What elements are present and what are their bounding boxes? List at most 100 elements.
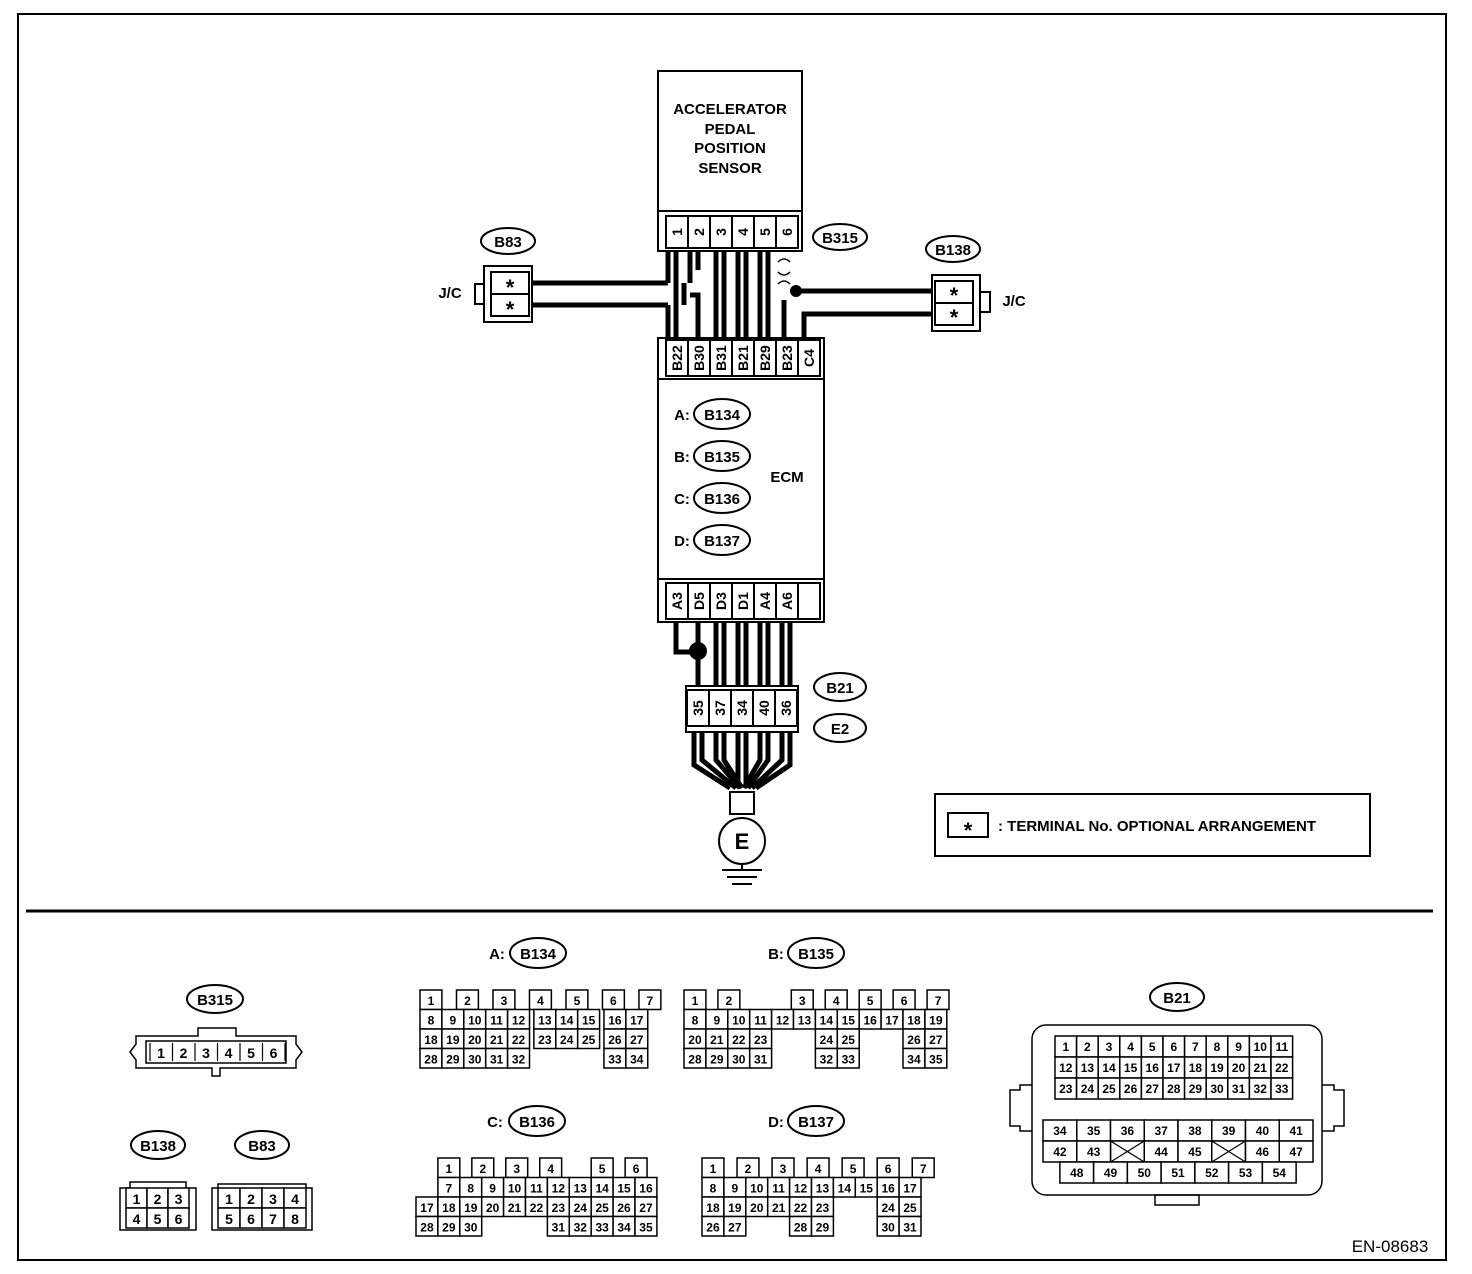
- d-b137-label: 8: [710, 1181, 717, 1195]
- connector-view-id: B134: [520, 946, 557, 963]
- ground-label: E: [735, 829, 750, 854]
- b21-label: 27: [1146, 1082, 1160, 1096]
- d-b137-label: 5: [850, 1162, 857, 1176]
- b21-label: 12: [1059, 1061, 1073, 1075]
- ecm-bottom-pin-label: A6: [779, 592, 795, 610]
- b21-label: 36: [1121, 1124, 1135, 1138]
- b-b135-label: 16: [863, 1013, 877, 1027]
- ecm-connector-tag: B: B135: [674, 440, 751, 472]
- joint-connector-b83: B83 J/C * *: [438, 227, 536, 323]
- ecm-top-pin-label: C4: [801, 349, 817, 367]
- a-b134-label: 6: [610, 994, 617, 1008]
- connector-id: E2: [831, 721, 849, 738]
- connector-view-id: B137: [798, 1114, 834, 1131]
- a-b134-label: 21: [490, 1033, 504, 1047]
- a-b134-label: 16: [608, 1013, 622, 1027]
- ecm-top-pin-label: B31: [713, 345, 729, 371]
- ecm-bottom-pin-label: A3: [669, 592, 685, 610]
- legend-box: * : TERMINAL No. OPTIONAL ARRANGEMENT: [934, 793, 1371, 857]
- b21-label: 15: [1124, 1061, 1138, 1075]
- b138-view-label: 4: [133, 1211, 141, 1227]
- ecm-connector-prefix: C:: [674, 491, 690, 508]
- b-b135-label: 18: [907, 1013, 921, 1027]
- b21-label: 25: [1102, 1082, 1116, 1096]
- a-b134-label: 18: [424, 1033, 438, 1047]
- a-b134-label: 9: [450, 1013, 457, 1027]
- b21-label: 18: [1189, 1061, 1203, 1075]
- connector-view-id: B315: [197, 992, 233, 1009]
- b21-blank-mark: [1211, 1140, 1246, 1163]
- c-b136-label: 11: [530, 1181, 543, 1195]
- b83-view-label: 8: [291, 1211, 299, 1227]
- d-b137-label: 13: [816, 1181, 830, 1195]
- b-b135-label: 27: [929, 1033, 943, 1047]
- ecm-bottom-pin-label: A4: [757, 592, 773, 610]
- connector-view-id: B83: [248, 1138, 276, 1155]
- a-b134-label: 27: [630, 1033, 644, 1047]
- b-b135-label: 15: [842, 1013, 856, 1027]
- splice-dot-ground: [689, 642, 707, 660]
- a-b134-label: 24: [560, 1033, 574, 1047]
- b-b135-label: 31: [754, 1052, 768, 1066]
- b21-label: 16: [1146, 1061, 1160, 1075]
- ecm-label: ECM: [770, 469, 803, 486]
- connector-view-id: B138: [140, 1138, 176, 1155]
- d-b137-label: 27: [728, 1220, 742, 1234]
- c-b136-label: 12: [552, 1181, 566, 1195]
- c-b136-label: 13: [574, 1181, 588, 1195]
- a-b134-label: 12: [512, 1013, 526, 1027]
- b315-view-label: 5: [247, 1045, 255, 1061]
- ecm-connector-tag: A: B134: [674, 398, 751, 430]
- d-b137-label: 4: [815, 1162, 822, 1176]
- d-b137-label: 23: [816, 1201, 830, 1215]
- b21-label: 50: [1138, 1166, 1152, 1180]
- connector-id: B21: [826, 680, 854, 697]
- a-b134-label: 28: [424, 1052, 438, 1066]
- c-b136-label: 10: [508, 1181, 522, 1195]
- c-b136-label: 24: [574, 1201, 588, 1215]
- b21-label: 33: [1275, 1082, 1289, 1096]
- c-b136-label: 30: [464, 1220, 478, 1234]
- b21-label: 51: [1171, 1166, 1185, 1180]
- sensor-pin-label: 2: [691, 228, 707, 236]
- c-b136-label: 35: [639, 1220, 653, 1234]
- ecm-connector-id: B136: [704, 491, 740, 508]
- sensor-pin-label: 6: [779, 228, 795, 236]
- b21-label: 40: [1256, 1124, 1270, 1138]
- jc-slot-marker: *: [506, 275, 515, 300]
- b21-label: 31: [1232, 1082, 1246, 1096]
- c-b136-label: 4: [547, 1162, 554, 1176]
- b-b135-label: 6: [901, 994, 908, 1008]
- b138-view-label: 5: [154, 1211, 162, 1227]
- b-b135-label: 29: [710, 1052, 724, 1066]
- figure-code: EN-08683: [1352, 1237, 1429, 1256]
- a-b134-label: 4: [537, 994, 544, 1008]
- d-b137-label: 2: [745, 1162, 752, 1176]
- ecm-connector-prefix: D:: [674, 533, 690, 550]
- b138-view-label: 6: [175, 1211, 183, 1227]
- c-b136-label: 3: [513, 1162, 520, 1176]
- b-b135-label: 8: [692, 1013, 699, 1027]
- b-b135-label: 25: [842, 1033, 856, 1047]
- b138-view-label: 2: [154, 1191, 162, 1207]
- c-b136-cell: [459, 1215, 483, 1237]
- c-b136-label: 18: [442, 1201, 456, 1215]
- d-b137-label: 25: [903, 1201, 917, 1215]
- connector-view-prefix: B:: [768, 946, 784, 963]
- b-b135-label: 4: [833, 994, 840, 1008]
- c-b136-label: 20: [486, 1201, 500, 1215]
- b83-view-label: 1: [225, 1191, 233, 1207]
- b-b135-label: 20: [688, 1033, 702, 1047]
- b21-label: 45: [1188, 1145, 1202, 1159]
- b21-label: 23: [1059, 1082, 1073, 1096]
- sensor-pin-label: 4: [735, 228, 751, 236]
- b21-label: 3: [1106, 1040, 1113, 1054]
- b-b135-label: 17: [885, 1013, 899, 1027]
- b83-view-label: 4: [291, 1191, 299, 1207]
- b83-view-label: 5: [225, 1211, 233, 1227]
